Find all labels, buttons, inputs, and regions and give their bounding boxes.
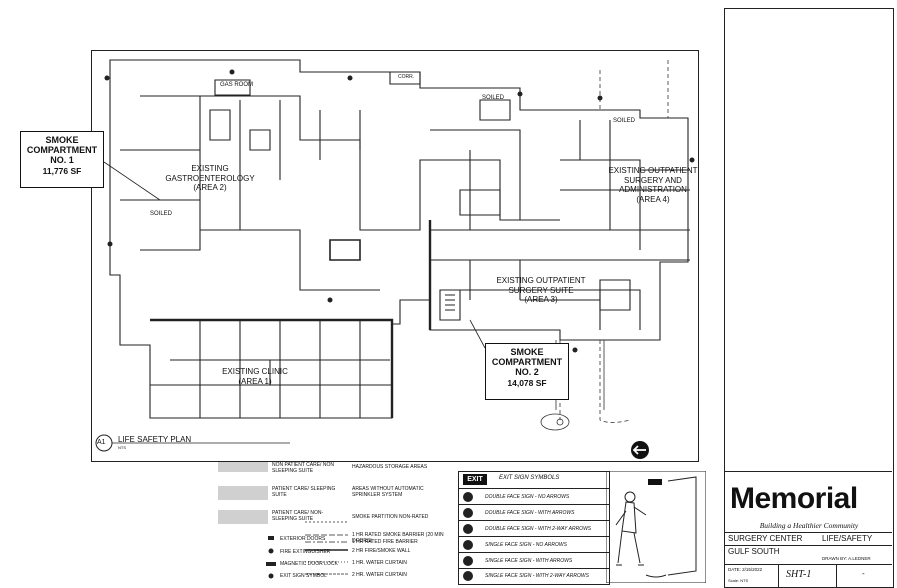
room-soiled-top: SOILED <box>482 95 505 101</box>
exit-sign-table: EXIT EXIT SIGN SYMBOLS DOUBLE FACE SIGN … <box>458 471 610 585</box>
tagline: Building a Healthier Community <box>759 521 859 530</box>
smoke-compartment-1: SMOKE COMPARTMENT NO. 1 11,776 SF <box>20 131 104 188</box>
exit-sign-icon <box>463 540 473 550</box>
legend-item: EXIT SIGN SYMBOL 2 HR. WATER CURTAIN <box>280 572 407 579</box>
area-label-outpatient-suite: EXISTING OUTPATIENT SURGERY SUITE (AREA … <box>496 276 586 304</box>
scale: Scale: NTS <box>728 578 749 583</box>
legend-item: MAGNETIC DOOR LOCK 1 HR. WATER CURTAIN <box>280 560 407 567</box>
smoke-compartment-1-area: 11,776 SF <box>42 166 82 176</box>
campus-name: GULF SOUTH <box>728 547 780 556</box>
title-divider <box>724 564 892 565</box>
exit-header-badge: EXIT <box>463 474 487 485</box>
title-divider <box>724 545 892 546</box>
exit-sign-icon <box>463 524 473 534</box>
sheet-number: SHT-1 <box>786 569 812 580</box>
plan-id: A1 <box>97 439 106 446</box>
area-label-gastro: EXISTING GASTROENTEROLOGY (AREA 2) <box>165 164 255 192</box>
room-soiled-right: SOILED <box>613 118 636 124</box>
date: DATE: 2/15/2022 <box>728 567 763 572</box>
drawn-by: DRAWN BY: A.LEDNER <box>822 556 871 561</box>
sheet-type: LIFE/SAFETY <box>822 534 873 543</box>
sheet-dash: - <box>862 569 865 578</box>
title-divider-vertical <box>778 564 779 587</box>
exit-row: SINGLE FACE SIGN - NO ARROWS <box>459 536 609 555</box>
memorial-logo: Memorial <box>730 482 858 515</box>
area-label-outpatient-admin: EXISTING OUTPATIENT SURGERY AND ADMINIST… <box>608 166 698 204</box>
smoke-compartment-2-name: SMOKE COMPARTMENT NO. 2 <box>491 347 563 377</box>
room-soiled-left: SOILED <box>150 211 173 217</box>
title-divider <box>724 532 892 533</box>
legend: NON PATIENT CARE/ NON SLEEPING SUITE HAZ… <box>210 460 455 582</box>
legend-item: PATIENT CARE/ NON-SLEEPING SUITE SMOKE P… <box>272 510 429 522</box>
plan-title: LIFE SAFETY PLAN <box>118 435 192 444</box>
exit-row: DOUBLE FACE SIGN - WITH ARROWS <box>459 504 609 523</box>
exit-row: DOUBLE FACE SIGN - WITH 2-WAY ARROWS <box>459 520 609 539</box>
project-name: SURGERY CENTER <box>728 534 803 543</box>
title-block: Memorial Building a Healthier Community … <box>724 471 892 587</box>
exit-walking-figure-icon <box>606 471 706 583</box>
exit-row: SINGLE FACE SIGN - WITH ARROWS <box>459 552 609 571</box>
plan-border <box>91 50 699 462</box>
legend-item: NON PATIENT CARE/ NON SLEEPING SUITE HAZ… <box>272 462 428 474</box>
title-divider-vertical <box>836 564 837 587</box>
legend-item: EXTERIOR DOORS 1 HR RATED SMOKE BARRIER … <box>280 532 444 545</box>
exit-sign-icon <box>463 508 473 518</box>
legend-item: PATIENT CARE/ SLEEPING SUITE AREAS WITHO… <box>272 486 424 498</box>
legend-swatches <box>218 462 348 579</box>
smoke-compartment-2: SMOKE COMPARTMENT NO. 2 14,078 SF <box>485 343 569 400</box>
room-corr: CORR. <box>398 74 415 80</box>
exit-sign-icon <box>463 556 473 566</box>
north-arrow-icon <box>631 441 649 459</box>
area-label-clinic: EXISTING CLINIC (AREA 1) <box>222 367 288 386</box>
room-gas-room: GAS ROOM <box>220 82 254 88</box>
exit-sign-icon <box>463 492 473 502</box>
plan-scale: NTS <box>118 445 126 450</box>
exit-row: SINGLE FACE SIGN - WITH 2-WAY ARROWS <box>459 568 609 584</box>
legend-item: FIRE EXTINGUISHER 2 HR FIRE/SMOKE WALL <box>280 548 411 555</box>
exit-sign-icon <box>463 571 473 581</box>
exit-row: DOUBLE FACE SIGN - NO ARROWS <box>459 488 609 507</box>
smoke-compartment-2-area: 14,078 SF <box>507 378 547 388</box>
smoke-compartment-1-name: SMOKE COMPARTMENT NO. 1 <box>26 135 98 165</box>
exit-header-text: EXIT SIGN SYMBOLS <box>499 475 560 481</box>
